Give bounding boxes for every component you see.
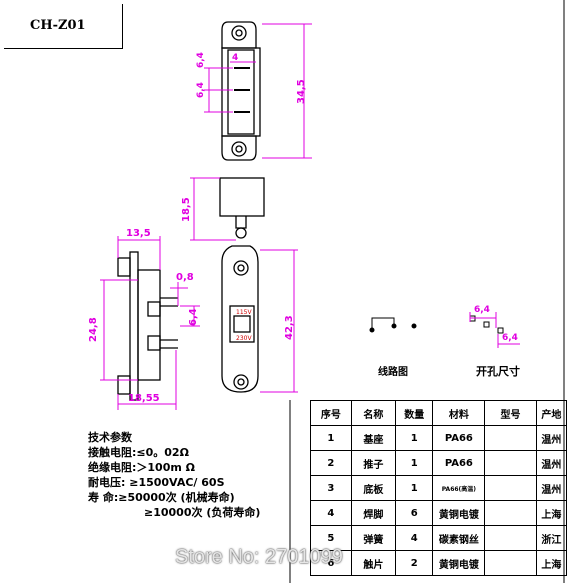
- dim-side-top-height: 18,5: [181, 197, 192, 222]
- header-cell: 产地: [535, 400, 567, 426]
- table-cell: 2: [395, 550, 434, 576]
- dim-side-pin-gap: 0,8: [176, 272, 194, 283]
- dim-side-width: 13,5: [126, 228, 151, 239]
- dim-top-height: 34,5: [296, 79, 307, 104]
- header-cell: 型号: [484, 400, 537, 426]
- dim-cutout-b: 6,4: [502, 333, 518, 343]
- table-cell: 1: [395, 425, 434, 451]
- table-cell: [484, 475, 537, 501]
- table-cell: 4: [310, 500, 352, 526]
- table-cell: 黄铜电镀: [432, 500, 486, 526]
- dim-top-width: 4: [232, 53, 239, 63]
- table-cell: 1: [395, 475, 434, 501]
- dim-side-base-width: 18,55: [128, 393, 160, 404]
- header-cell: 材料: [432, 400, 486, 426]
- table-cell: 碳素钢丝: [432, 525, 486, 551]
- dim-top-spacing-2: 6,4: [196, 82, 206, 98]
- header-cell: 数量: [395, 400, 434, 426]
- table-cell: PA66: [432, 425, 486, 451]
- param-life-mechanical: 寿 命:≥50000次 (机械寿命): [88, 491, 235, 504]
- dim-side-pin-len: 6,4: [188, 308, 199, 326]
- front-view: [221, 245, 259, 393]
- table-cell: 温州: [535, 450, 567, 476]
- table-cell: 上海: [535, 550, 567, 576]
- wiring-caption: 线路图: [378, 367, 408, 378]
- param-insulation-resistance: 绝缘电阻:＞100m Ω: [88, 461, 196, 474]
- table-cell: [484, 450, 537, 476]
- params-heading: 技术参数: [88, 431, 132, 444]
- top-view-dimensions: [204, 23, 312, 159]
- table-cell: [484, 500, 537, 526]
- table-cell: 温州: [535, 475, 567, 501]
- table-cell: 1: [395, 450, 434, 476]
- cutout-diagram: [469, 315, 504, 334]
- cutout-caption: 开孔尺寸: [476, 365, 520, 378]
- switch-label-115: 115V: [236, 309, 252, 316]
- dim-side-height: 24,8: [88, 317, 99, 342]
- table-cell: 温州: [535, 425, 567, 451]
- title-block: CH-Z01: [4, 4, 123, 49]
- store-watermark: Store No: 2701099: [175, 546, 343, 568]
- dim-cutout-a: 6,4: [474, 305, 490, 315]
- table-cell: 4: [395, 525, 434, 551]
- table-cell: 推子: [350, 450, 397, 476]
- table-cell: 弹簧: [350, 525, 397, 551]
- side-top-view: [219, 177, 265, 239]
- wiring-diagram: [369, 317, 417, 333]
- param-life-load: ≥10000次 (负荷寿命): [144, 506, 261, 519]
- header-cell: 序号: [310, 400, 352, 426]
- dim-front-height: 42,3: [284, 315, 295, 340]
- table-cell: 底板: [350, 475, 397, 501]
- table-cell: 浙江: [535, 525, 567, 551]
- table-cell: 黄铜电镀: [432, 550, 486, 576]
- table-cell: PA66(高温): [432, 475, 486, 501]
- table-cell: PA66: [432, 450, 486, 476]
- table-cell: 3: [310, 475, 352, 501]
- table-cell: 焊脚: [350, 500, 397, 526]
- side-view: [117, 251, 178, 401]
- table-header-row: 序号 名称 数量 材料 型号 产地: [310, 400, 567, 426]
- drawing-title: CH-Z01: [30, 18, 86, 33]
- param-contact-resistance: 接触电阻:≤0。02Ω: [88, 446, 189, 459]
- switch-label-230: 230V: [236, 335, 252, 342]
- table-cell: 6: [395, 500, 434, 526]
- table-cell: 基座: [350, 425, 397, 451]
- table-cell: 2: [310, 450, 352, 476]
- table-cell: 上海: [535, 500, 567, 526]
- dim-top-spacing-1: 6,4: [196, 52, 206, 68]
- table-cell: 触片: [350, 550, 397, 576]
- table-cell: [484, 525, 537, 551]
- table-cell: [484, 425, 537, 451]
- header-cell: 名称: [350, 400, 397, 426]
- table-cell: 1: [310, 425, 352, 451]
- param-withstand-voltage: 耐电压: ≥1500VAC/ 60S: [88, 476, 225, 489]
- table-cell: [484, 550, 537, 576]
- top-view: [221, 21, 261, 161]
- technical-params: 技术参数 接触电阻:≤0。02Ω 绝缘电阻:＞100m Ω 耐电压: ≥1500…: [88, 430, 260, 520]
